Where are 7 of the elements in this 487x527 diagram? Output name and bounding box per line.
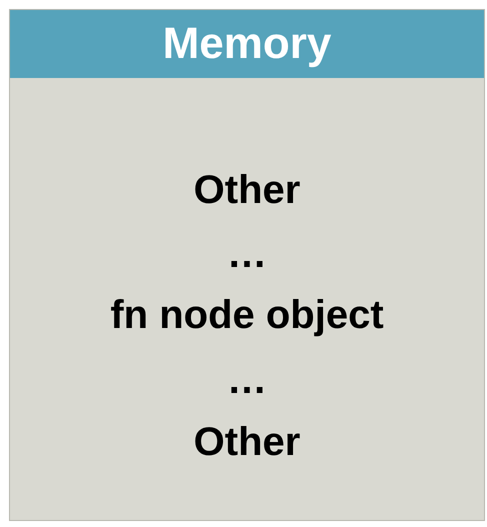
panel-header: Memory [10, 10, 484, 78]
memory-entry: … [226, 231, 268, 278]
memory-entry: Other [192, 167, 302, 214]
memory-panel [9, 9, 485, 521]
memory-entry: Other [192, 419, 302, 466]
memory-entry: fn node object [109, 292, 385, 339]
memory-entry: … [226, 357, 268, 404]
